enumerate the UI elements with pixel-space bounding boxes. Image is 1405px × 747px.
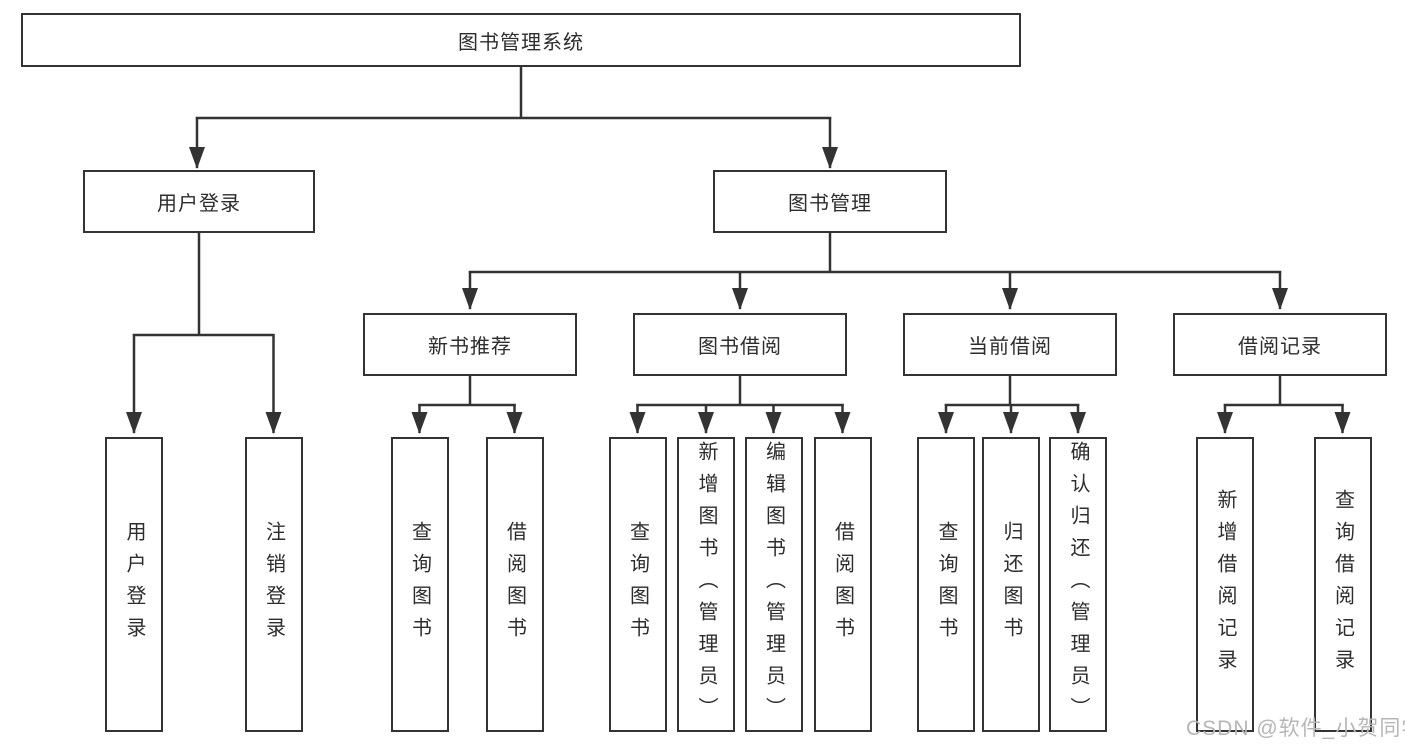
leaf-user-login-label: 用户登录 (123, 520, 145, 649)
node-borrow-records: 借阅记录 (1173, 313, 1387, 376)
leaf-borrow-books-1-label: 借阅图书 (503, 520, 526, 649)
node-system-root: 图书管理系统 (21, 13, 1021, 67)
node-current-borrow-label: 当前借阅 (968, 336, 1052, 358)
leaf-query-books-3-label: 查询图书 (935, 520, 957, 649)
leaf-return-books-label: 归还图书 (1000, 520, 1022, 649)
leaf-logout-label: 注销登录 (262, 520, 285, 649)
leaf-confirm-return-admin-label: 确认归还（管理员） (1067, 440, 1089, 729)
leaf-return-books: 归还图书 (982, 437, 1040, 732)
leaf-query-borrow-record-label: 查询借阅记录 (1331, 488, 1354, 681)
node-current-borrow: 当前借阅 (903, 313, 1117, 376)
node-new-book-recommend: 新书推荐 (363, 313, 577, 376)
connector-user-login-subtree (126, 233, 282, 434)
connector-root-to-level2 (189, 67, 838, 169)
connector-borrow-record-subtree (1217, 376, 1351, 434)
node-book-borrow: 图书借阅 (633, 313, 847, 376)
leaf-add-borrow-record: 新增借阅记录 (1196, 437, 1254, 732)
leaf-confirm-return-admin: 确认归还（管理员） (1049, 437, 1107, 732)
leaf-add-books-admin-label: 新增图书（管理员） (695, 440, 717, 729)
leaf-borrow-books-2: 借阅图书 (813, 437, 872, 732)
watermark: CSDN @软件_小贺同学 (1186, 717, 1405, 740)
node-user-login-label: 用户登录 (157, 193, 241, 215)
leaf-add-books-admin: 新增图书（管理员） (677, 437, 735, 732)
connector-new-book-subtree (411, 376, 523, 434)
node-book-borrow-label: 图书借阅 (698, 336, 782, 358)
node-user-login: 用户登录 (83, 170, 315, 233)
leaf-user-login: 用户登录 (105, 437, 163, 732)
leaf-query-books-2-label: 查询图书 (626, 520, 649, 649)
leaf-borrow-books-2-label: 借阅图书 (831, 520, 854, 649)
node-book-management-label: 图书管理 (788, 193, 872, 215)
connector-book-borrow-subtree (629, 376, 851, 434)
node-system-root-label: 图书管理系统 (458, 31, 584, 54)
leaf-edit-books-admin-label: 编辑图书（管理员） (762, 440, 785, 729)
node-borrow-records-label: 借阅记录 (1238, 336, 1322, 358)
leaf-query-books-1: 查询图书 (390, 437, 449, 732)
leaf-edit-books-admin: 编辑图书（管理员） (744, 437, 803, 732)
leaf-query-books-1-label: 查询图书 (408, 520, 431, 649)
node-new-book-recommend-label: 新书推荐 (428, 336, 512, 358)
leaf-add-borrow-record-label: 新增借阅记录 (1214, 488, 1236, 681)
connector-current-borrow-subtree (938, 376, 1086, 434)
leaf-query-books-3: 查询图书 (917, 437, 975, 732)
connector-book-mgmt-to-level3 (462, 233, 1288, 310)
leaf-query-books-2: 查询图书 (608, 437, 667, 732)
leaf-logout: 注销登录 (244, 437, 303, 732)
leaf-query-borrow-record: 查询借阅记录 (1313, 437, 1372, 732)
node-book-management: 图书管理 (713, 170, 947, 233)
leaf-borrow-books-1: 借阅图书 (485, 437, 544, 732)
